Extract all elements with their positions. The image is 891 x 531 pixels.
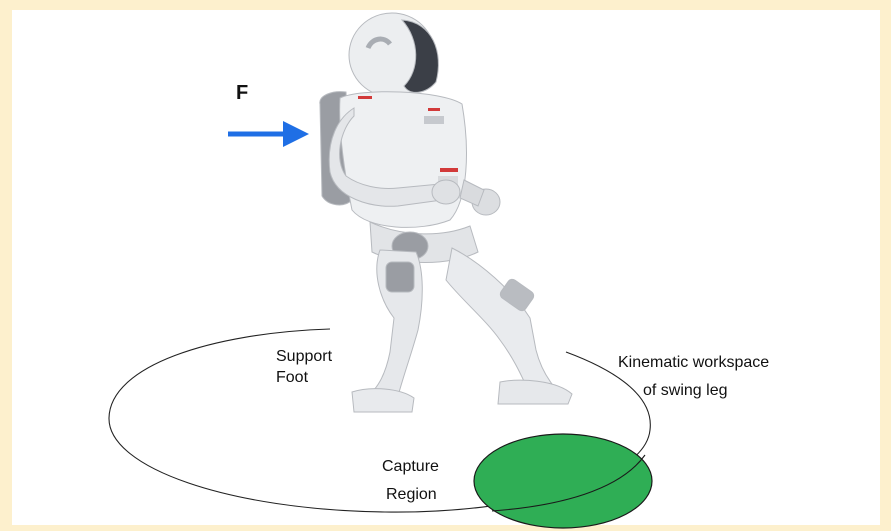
humanoid-robot — [319, 12, 573, 413]
kinematic-workspace-ellipse — [108, 328, 651, 513]
force-label: F — [236, 82, 249, 104]
support-foot-label: Support Foot — [276, 346, 332, 388]
diagram-panel — [12, 10, 880, 525]
support-foot-line-1: Support — [276, 348, 333, 365]
support-foot-line-2: Foot — [276, 369, 309, 386]
capture-region-label-line-2: Region — [386, 486, 437, 503]
kinematic-workspace-label-line-2: of swing leg — [643, 382, 728, 399]
kinematic-workspace-label-line-1: Kinematic workspace — [618, 354, 770, 371]
force-arrow — [228, 121, 309, 147]
workspace-outline-overlap — [491, 454, 646, 512]
capture-region-ellipse — [473, 433, 653, 529]
capture-region-label-line-1: Capture — [382, 458, 439, 475]
